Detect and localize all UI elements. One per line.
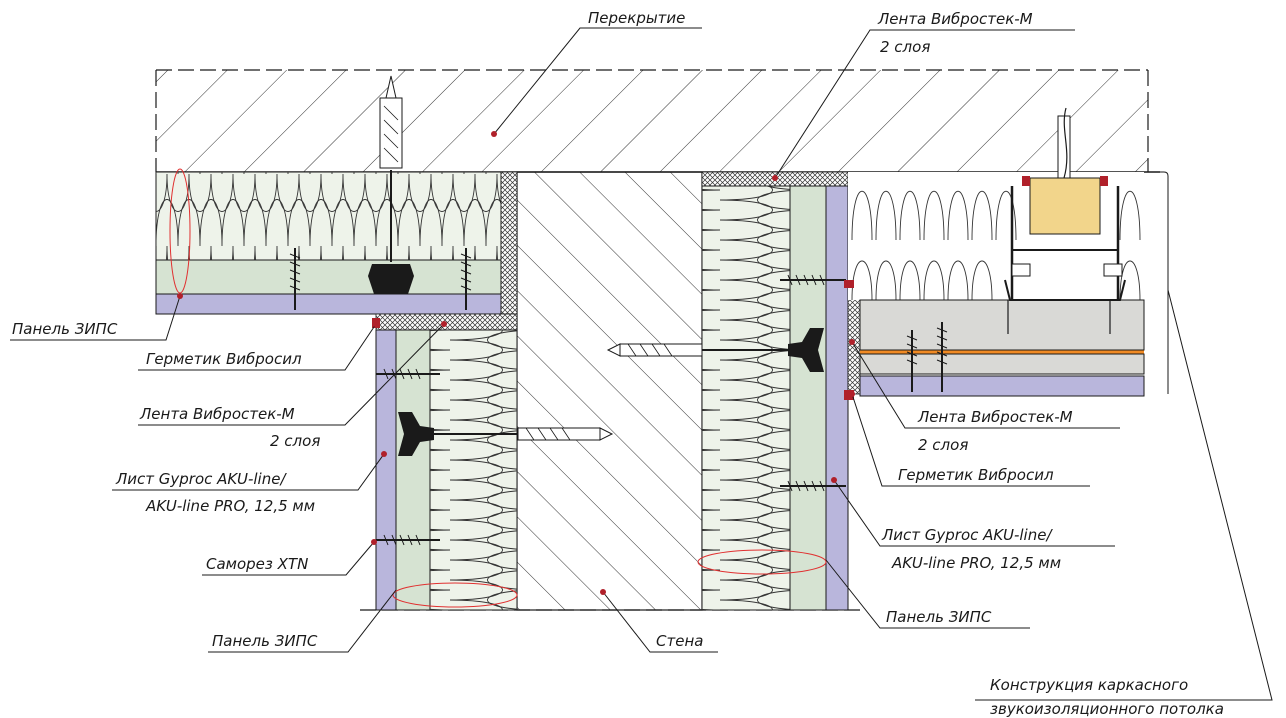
- wall-screws: [376, 274, 846, 546]
- label-ceiling-1: Конструкция каркасного: [990, 676, 1188, 694]
- label-panel-left: Панель ЗИПС: [12, 320, 118, 338]
- label-tape-top-1: Лента Вибростек-М: [877, 10, 1033, 28]
- ceiling-panel-left: [155, 171, 502, 315]
- wall-anchors: [398, 328, 824, 456]
- wall: [360, 171, 860, 611]
- suspended-ceiling: [848, 107, 1169, 397]
- label-panel-bottom-left: Панель ЗИПС: [212, 632, 318, 650]
- vibrostek-tape-left: [375, 171, 518, 331]
- label-screw: Саморез XTN: [206, 555, 308, 573]
- label-tape-right-2: 2 слоя: [918, 436, 968, 454]
- label-tape-left-2: 2 слоя: [270, 432, 320, 450]
- highlight-ellipse-left: [392, 582, 518, 608]
- ceiling-anchor: [368, 75, 414, 294]
- floor-slab: [155, 69, 1160, 173]
- label-panel-right: Панель ЗИПС: [886, 608, 992, 626]
- label-ceiling-2: звукоизоляционного потолка: [990, 700, 1224, 718]
- highlight-ellipse-right: [697, 549, 827, 575]
- label-tape-right-1: Лента Вибростек-М: [917, 408, 1073, 426]
- label-sealant-right: Герметик Вибросил: [898, 466, 1054, 484]
- label-sealant-left: Герметик Вибросил: [146, 350, 302, 368]
- label-sheet-left-2: AKU-line PRO, 12,5 мм: [145, 497, 315, 515]
- label-wall: Стена: [656, 632, 703, 650]
- leader-lines: [10, 27, 1273, 701]
- ceiling-screws: [289, 248, 948, 392]
- label-perekrytie: Перекрытие: [588, 9, 685, 27]
- hanger-block: [1029, 177, 1101, 235]
- labels: Перекрытие Лента Вибростек-М 2 слоя Пане…: [12, 9, 1224, 718]
- label-tape-top-2: 2 слоя: [880, 38, 930, 56]
- label-tape-left-1: Лента Вибростек-М: [139, 405, 295, 423]
- label-sheet-right-2: AKU-line PRO, 12,5 мм: [891, 554, 1061, 572]
- wall-panel-right: [701, 171, 861, 611]
- label-sheet-left-1: Лист Gyproc AKU-line/: [115, 470, 287, 488]
- label-sheet-right-1: Лист Gyproc AKU-line/: [881, 526, 1053, 544]
